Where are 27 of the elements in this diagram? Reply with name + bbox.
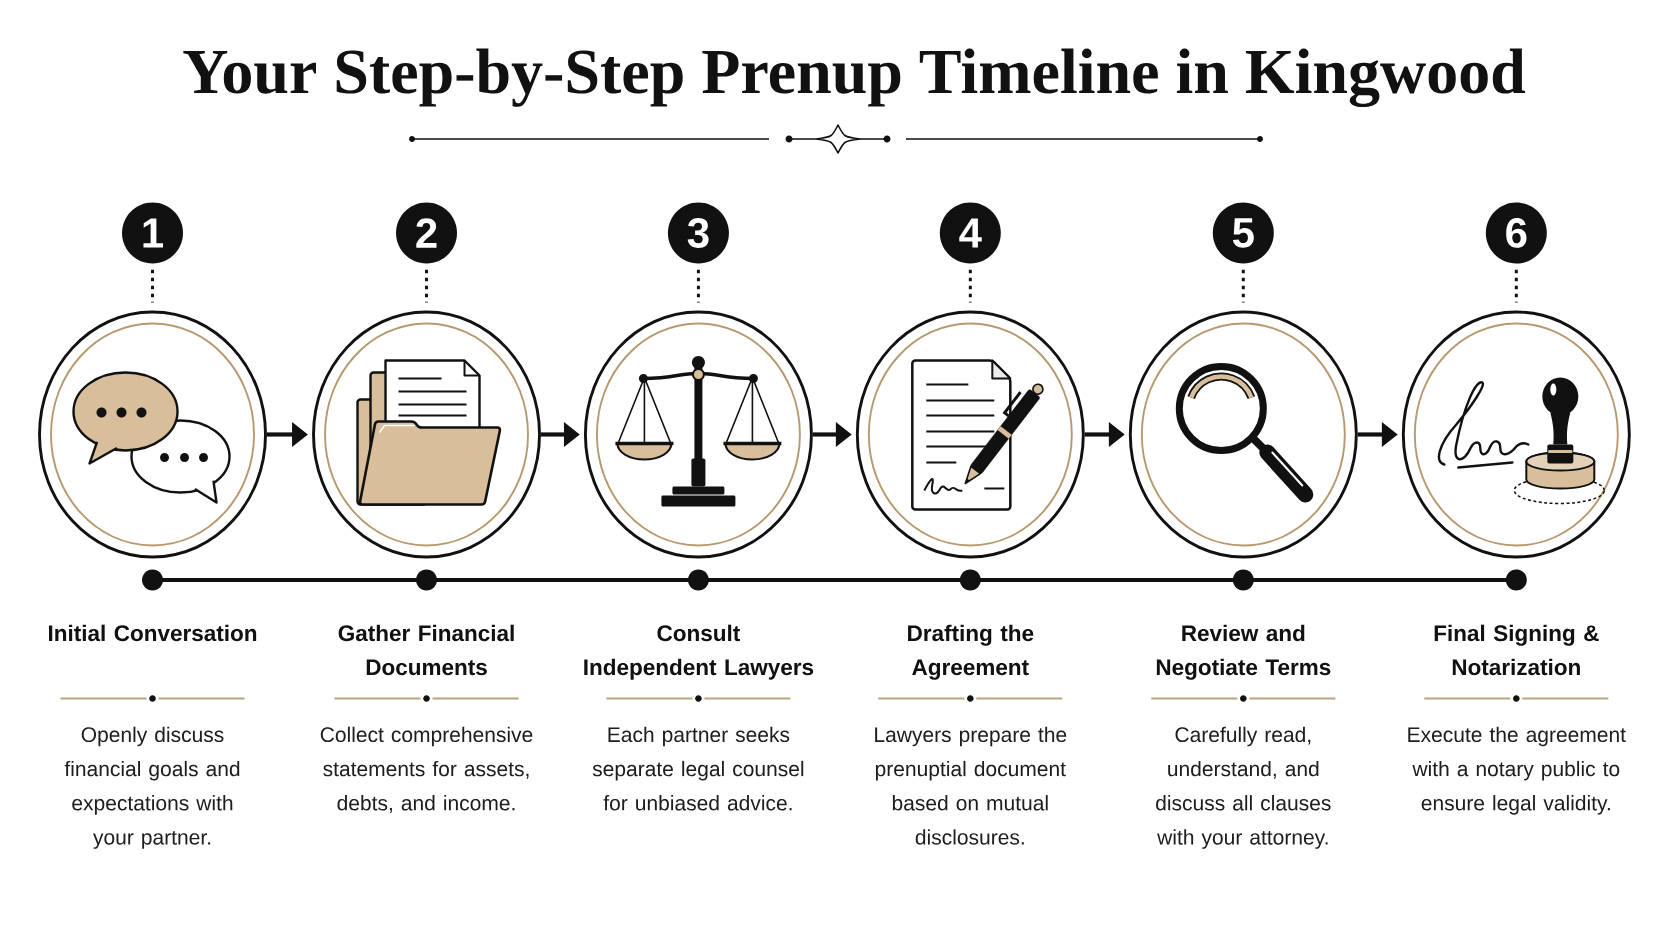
- step-circle: [583, 310, 813, 559]
- step-description: Carefully read, understand, and discuss all clauses with your attorney.: [1156, 726, 1331, 849]
- step-description: Collect comprehensive statements for assets, debts, and income.: [320, 726, 533, 813]
- dotted-connector: [696, 269, 700, 303]
- step-heading: Review and Negotiate Terms: [1156, 624, 1331, 680]
- step-description: Execute the agreement with a notary public to ensure legal validity.: [1408, 726, 1626, 815]
- title: Your Step-by-Step Prenup Timeline in Kingwood: [183, 48, 1526, 108]
- dotted-connector: [151, 269, 154, 303]
- step-heading: Drafting the Agreement: [908, 624, 1034, 680]
- step-heading: Initial Conversation: [49, 624, 257, 642]
- number-badge: 5: [1212, 202, 1274, 264]
- step-circle: [1401, 310, 1631, 559]
- step-description: Each partner seeks separate legal counsel for unbiased advice.: [592, 726, 804, 811]
- step-heading: Gather Financial Documents: [338, 624, 514, 676]
- number-badge: 2: [396, 202, 457, 264]
- dotted-connector: [1241, 269, 1245, 303]
- step-heading: Final Signing & Notarization: [1434, 624, 1599, 676]
- number-badge: 3: [667, 202, 729, 264]
- number-badge: 4: [939, 202, 1001, 264]
- step-description: Lawyers prepare the prenuptial document based on mutual disclosures.: [875, 726, 1067, 845]
- step-description: Openly discuss financial goals and expectations with your partner.: [64, 726, 240, 849]
- number-badge: 6: [1485, 202, 1547, 264]
- step-heading: Consult Independent Lawyers: [584, 624, 814, 680]
- dotted-connector: [425, 269, 428, 303]
- dotted-connector: [968, 269, 972, 303]
- number-badge: 1: [122, 202, 183, 264]
- dotted-connector: [1514, 269, 1518, 303]
